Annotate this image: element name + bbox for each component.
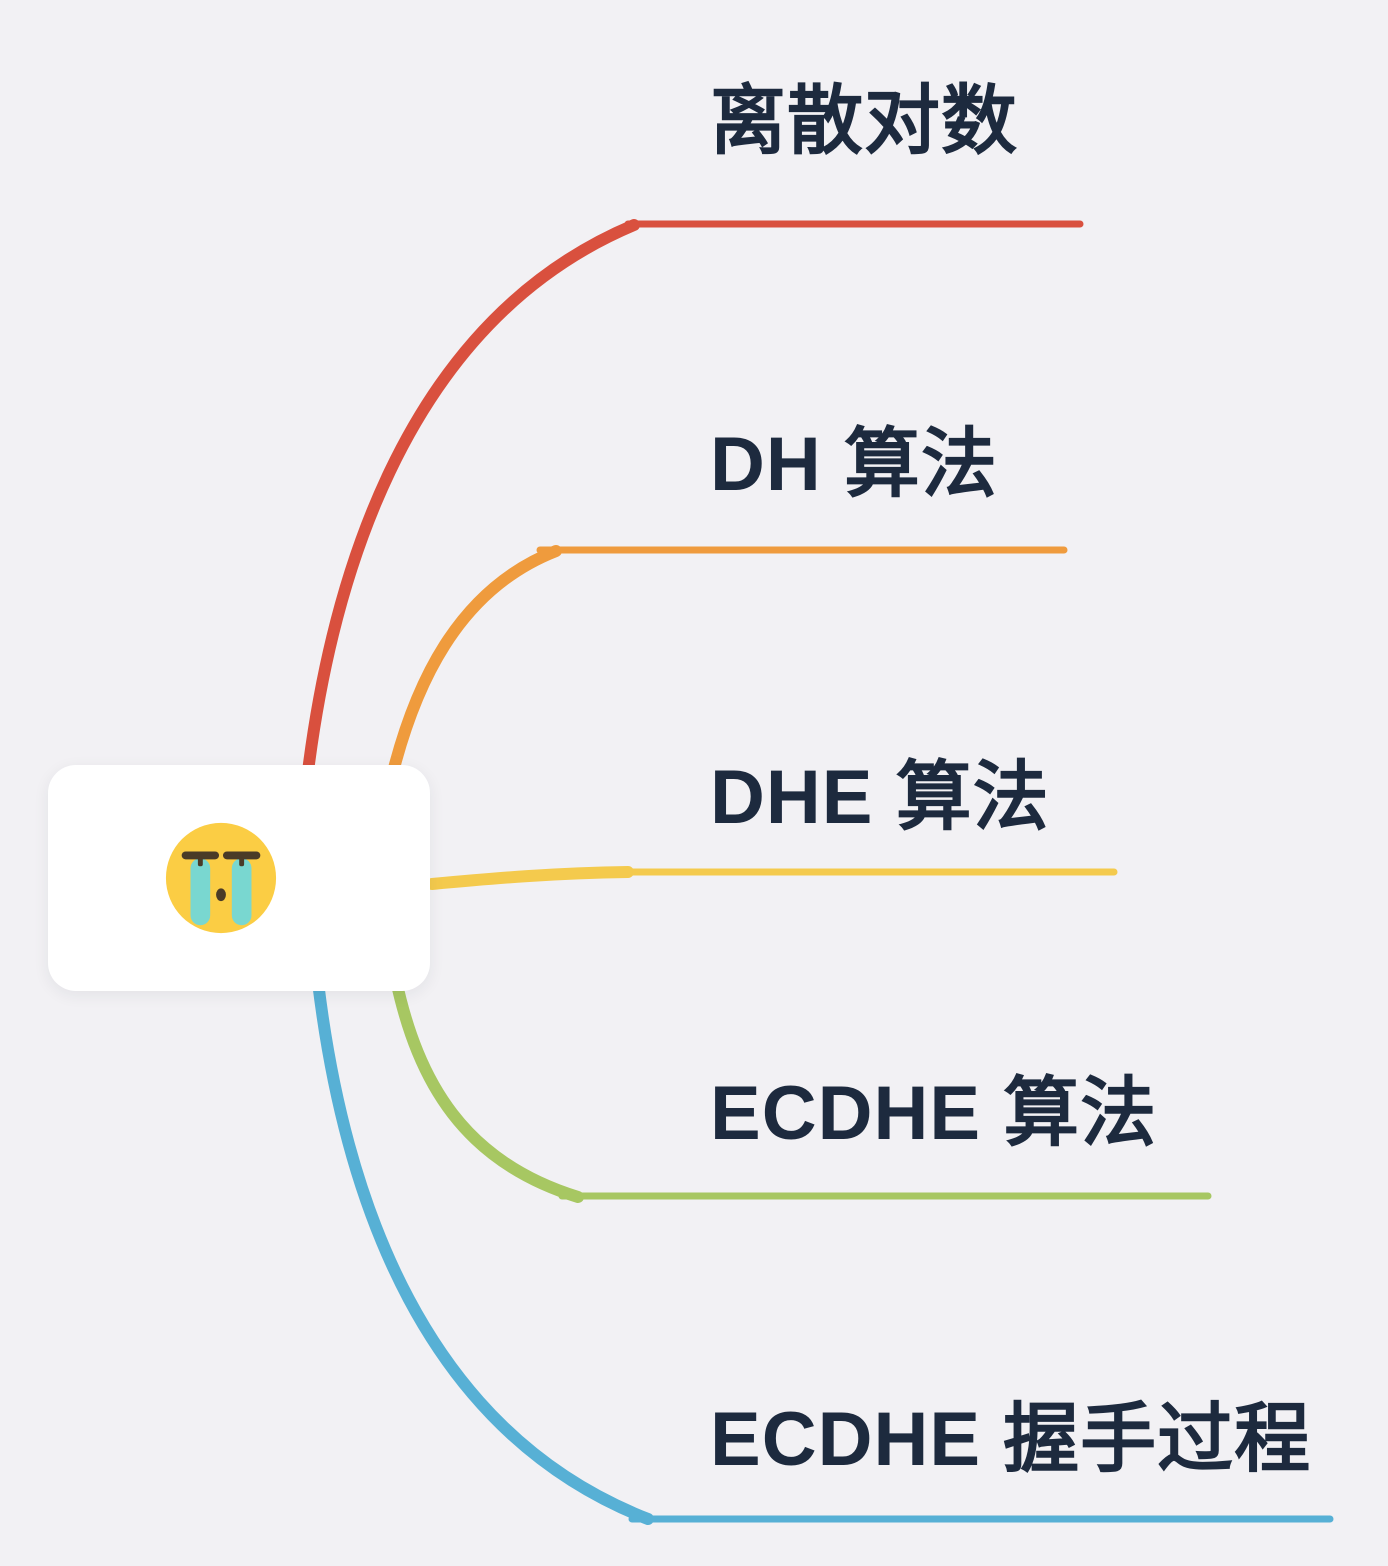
branch-curve-4 bbox=[390, 974, 584, 1203]
branch-curve-3 bbox=[426, 866, 634, 890]
branch-label-discrete-log[interactable]: 离散对数 bbox=[710, 79, 1018, 164]
branch-curve-1 bbox=[300, 219, 640, 794]
branch-label-ecdhe[interactable]: ECDHE 算法 bbox=[710, 1071, 1158, 1156]
branch-curve-2 bbox=[386, 545, 562, 782]
root-node[interactable] bbox=[48, 765, 430, 991]
branch-label-ecdhe-handshake[interactable]: ECDHE 握手过程 bbox=[710, 1397, 1312, 1482]
branch-curve-5 bbox=[312, 976, 654, 1525]
branch-label-dhe[interactable]: DHE 算法 bbox=[710, 755, 1050, 840]
branch-label-dh[interactable]: DH 算法 bbox=[710, 422, 998, 507]
crying-face-icon bbox=[165, 822, 277, 934]
